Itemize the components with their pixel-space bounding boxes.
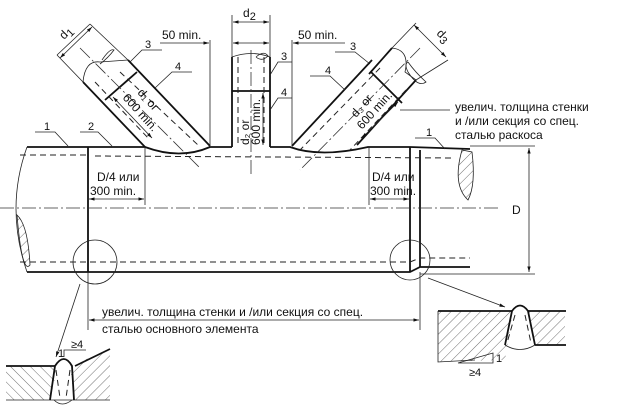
offset-left-label: D/4 или (97, 170, 139, 184)
part-3-label: 3 (350, 41, 356, 53)
part-4-label: 4 (281, 87, 287, 99)
chord-diameter-dimension: D (420, 145, 535, 275)
chord-member (0, 146, 500, 273)
d1-label: d1 (56, 23, 77, 44)
brace-length-2b-label: 600 min. (249, 99, 263, 145)
svg-text:сталью основного элемента: сталью основного элемента (102, 322, 259, 336)
d3-label: d3 (432, 26, 453, 47)
svg-text:1: 1 (58, 348, 64, 360)
svg-text:увелич. толщина стенки: увелич. толщина стенки (455, 100, 589, 114)
svg-text:сталью раскоса: сталью раскоса (455, 128, 543, 142)
gap-dimensions: 50 min. 50 min. (160, 28, 345, 146)
weld-detail-left: 1 ≥4 (6, 339, 111, 405)
brace-middle: d2 d₂ or 600 min. (231, 6, 271, 175)
part-4-label: 4 (175, 61, 181, 73)
offset-right-min-label: 300 min. (370, 184, 416, 198)
svg-text:≥4: ≥4 (71, 339, 83, 351)
svg-text:увелич. толщина стенки и /или: увелич. толщина стенки и /или секция со … (102, 305, 363, 319)
part-3-label: 3 (145, 39, 151, 51)
d2-label: d2 (243, 6, 256, 23)
svg-text:≥4: ≥4 (469, 367, 481, 379)
chord-thickness-note: увелич. толщина стенки и /или секция со … (55, 239, 506, 358)
weld-detail-right: 1 ≥4 (437, 304, 566, 379)
offset-left-min-label: 300 min. (90, 184, 136, 198)
part-2-label: 2 (88, 121, 94, 133)
part-4-label: 4 (325, 65, 331, 77)
gap-right-label: 50 min. (298, 28, 337, 42)
diameter-label: D (512, 203, 521, 217)
offset-right-label: D/4 или (372, 170, 414, 184)
brace-length-2-label: d₂ or (238, 120, 252, 145)
part-3-label: 3 (281, 51, 287, 63)
chord-offset-dimensions: D/4 или 300 min. D/4 или 300 min. (89, 147, 416, 205)
svg-text:1: 1 (496, 353, 502, 365)
svg-text:и /или секция со спец.: и /или секция со спец. (455, 114, 579, 128)
gap-left-label: 50 min. (162, 28, 201, 42)
brace-thickness-note: увелич. толщина стенки и /или секция со … (455, 100, 589, 142)
part-1-label: 1 (44, 121, 50, 133)
part-callouts: 3 4 3 4 3 4 1 2 1 (35, 39, 450, 150)
part-1-label: 1 (426, 127, 432, 139)
